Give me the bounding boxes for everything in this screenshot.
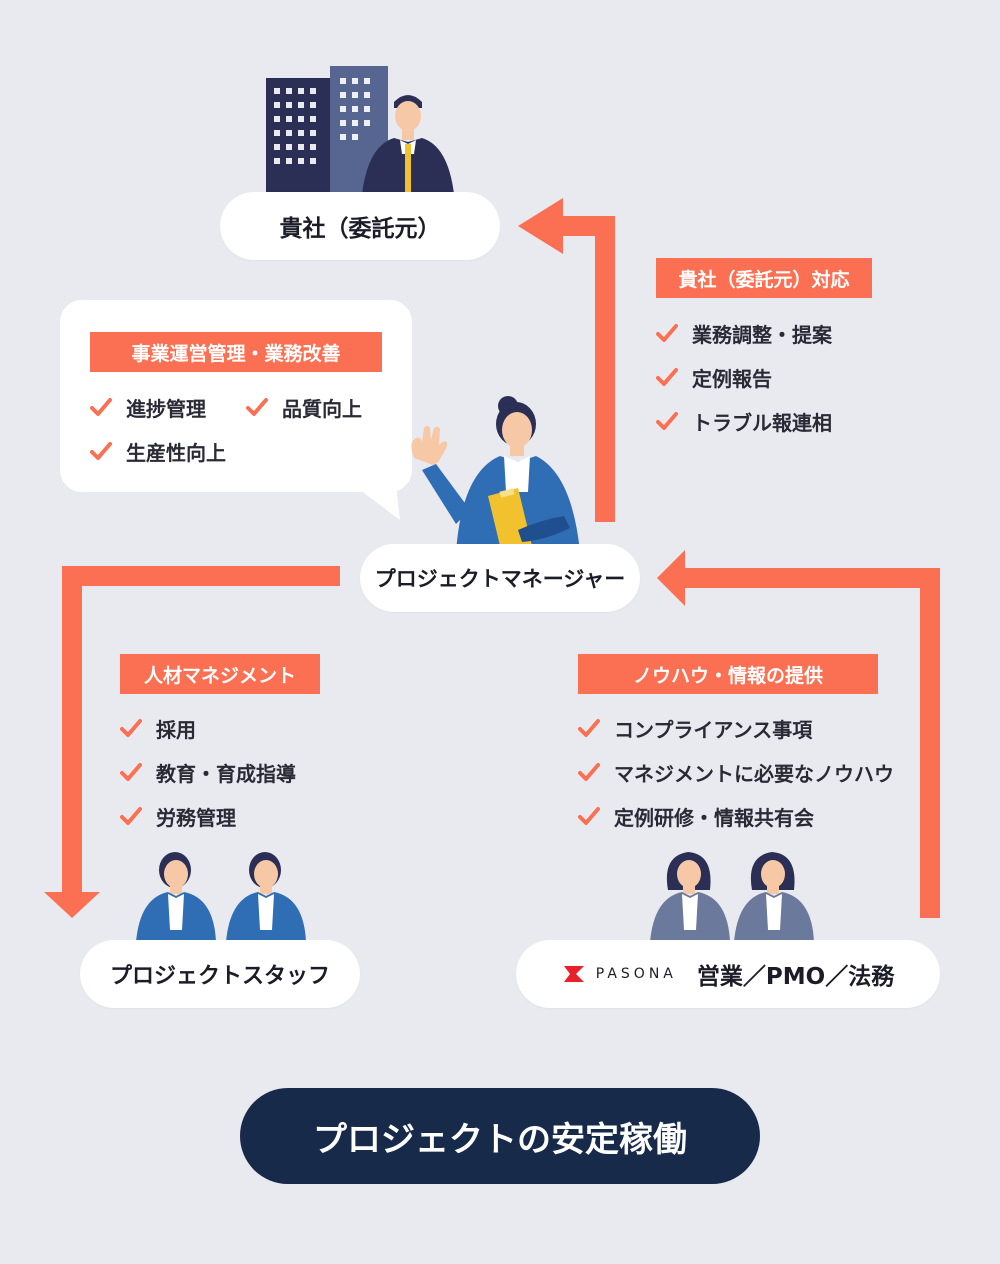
check-icon (578, 717, 600, 739)
list-item-label: マネジメントに必要なノウハウ (614, 758, 894, 787)
check-icon (120, 761, 142, 783)
staff-node: プロジェクトスタッフ (80, 940, 360, 1008)
staff-illustration (130, 850, 310, 942)
check-icon (578, 761, 600, 783)
list-item-label: トラブル報連相 (692, 407, 832, 436)
client-illustration (262, 62, 462, 194)
list-item-label: 進捗管理 (126, 393, 206, 422)
knowhow-list: コンプライアンス事項 マネジメントに必要なノウハウ 定例研修・情報共有会 (578, 706, 894, 838)
check-icon (90, 440, 112, 462)
list-item: 採用 (120, 706, 296, 750)
list-item-label: 教育・育成指導 (156, 758, 296, 787)
list-item: 生産性向上 (90, 429, 226, 473)
result-banner: プロジェクトの安定稼働 (240, 1088, 760, 1184)
list-item: 品質向上 (246, 385, 362, 429)
check-icon (246, 396, 268, 418)
list-item: 定例研修・情報共有会 (578, 794, 894, 838)
check-icon (120, 805, 142, 827)
check-icon (120, 717, 142, 739)
check-icon (656, 366, 678, 388)
check-icon (656, 410, 678, 432)
list-item: コンプライアンス事項 (578, 706, 894, 750)
list-item-label: 採用 (156, 714, 196, 743)
pm-label: プロジェクトマネージャー (375, 563, 626, 593)
list-item-label: 労務管理 (156, 802, 236, 831)
staff-woman-icon (136, 852, 216, 942)
list-item: マネジメントに必要なノウハウ (578, 750, 894, 794)
pasona-label: 営業／PMO／法務 (697, 957, 894, 991)
check-icon (90, 396, 112, 418)
pm-node: プロジェクトマネージャー (360, 544, 640, 612)
list-item-label: コンプライアンス事項 (614, 714, 812, 743)
pasona-logo-icon (562, 962, 586, 986)
list-item-label: 業務調整・提案 (692, 319, 832, 348)
pm-bubble-tag: 事業運営管理・業務改善 (90, 332, 382, 372)
list-item: 進捗管理 (90, 385, 206, 429)
pasona-node: PASONA 営業／PMO／法務 (516, 940, 940, 1008)
list-item-label: 品質向上 (282, 393, 362, 422)
knowhow-tag: ノウハウ・情報の提供 (578, 654, 878, 694)
pasona-staff-illustration (646, 850, 816, 942)
speech-bubble-tail (352, 484, 402, 524)
client-node: 貴社（委託元） (220, 192, 500, 260)
result-label: プロジェクトの安定稼働 (313, 1112, 687, 1161)
client-label: 貴社（委託元） (280, 209, 441, 243)
manager-woman-icon (400, 392, 580, 552)
pasona-woman-icon (734, 852, 814, 942)
list-item: 労務管理 (120, 794, 296, 838)
staff-woman-icon (226, 852, 306, 942)
client-support-tag: 貴社（委託元）対応 (656, 258, 872, 298)
list-item-label: 定例研修・情報共有会 (614, 802, 814, 831)
check-icon (578, 805, 600, 827)
list-item: 業務調整・提案 (656, 311, 832, 355)
pasona-logo-text: PASONA (596, 966, 677, 982)
hr-list: 採用 教育・育成指導 労務管理 (120, 706, 296, 838)
list-item-label: 生産性向上 (126, 437, 226, 466)
staff-label: プロジェクトスタッフ (110, 958, 330, 990)
list-item: トラブル報連相 (656, 399, 832, 443)
check-icon (656, 322, 678, 344)
pasona-woman-icon (650, 852, 730, 942)
list-item-label: 定例報告 (692, 363, 772, 392)
client-support-list: 業務調整・提案 定例報告 トラブル報連相 (656, 311, 832, 443)
list-item: 定例報告 (656, 355, 832, 399)
hr-tag: 人材マネジメント (120, 654, 320, 694)
list-item: 教育・育成指導 (120, 750, 296, 794)
